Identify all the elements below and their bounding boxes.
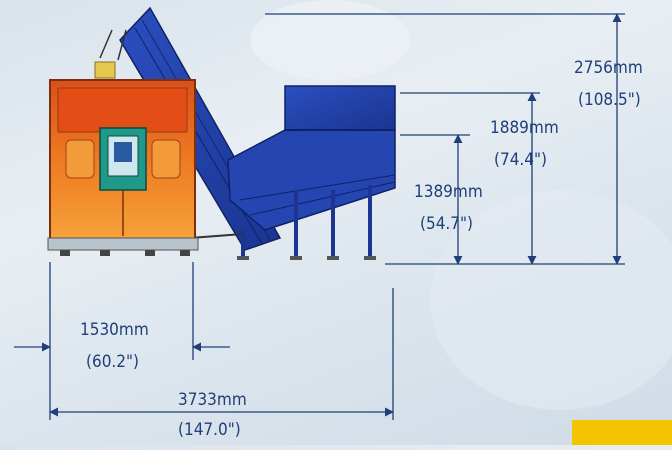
hopper-height-metric: 1889mm (490, 118, 559, 138)
overall-height-metric: 2756mm (574, 58, 643, 78)
background-highlight (430, 190, 672, 410)
hopper-height-imperial: (74.4") (494, 150, 548, 170)
dimension-lines (14, 13, 625, 420)
orange-machine (47, 61, 199, 256)
background-highlight (250, 0, 410, 80)
overall-length-imperial: (147.0") (178, 420, 241, 440)
overall-length-metric: 3733mm (178, 390, 247, 410)
conveyor-height-metric: 1389mm (414, 182, 483, 202)
machine-width-imperial: (60.2") (86, 352, 140, 372)
hopper (189, 85, 396, 260)
machine-width-metric: 1530mm (80, 320, 149, 340)
overall-height-imperial: (108.5") (578, 90, 641, 110)
conveyor-height-imperial: (54.7") (420, 214, 474, 234)
corner-color-tab (572, 420, 672, 445)
